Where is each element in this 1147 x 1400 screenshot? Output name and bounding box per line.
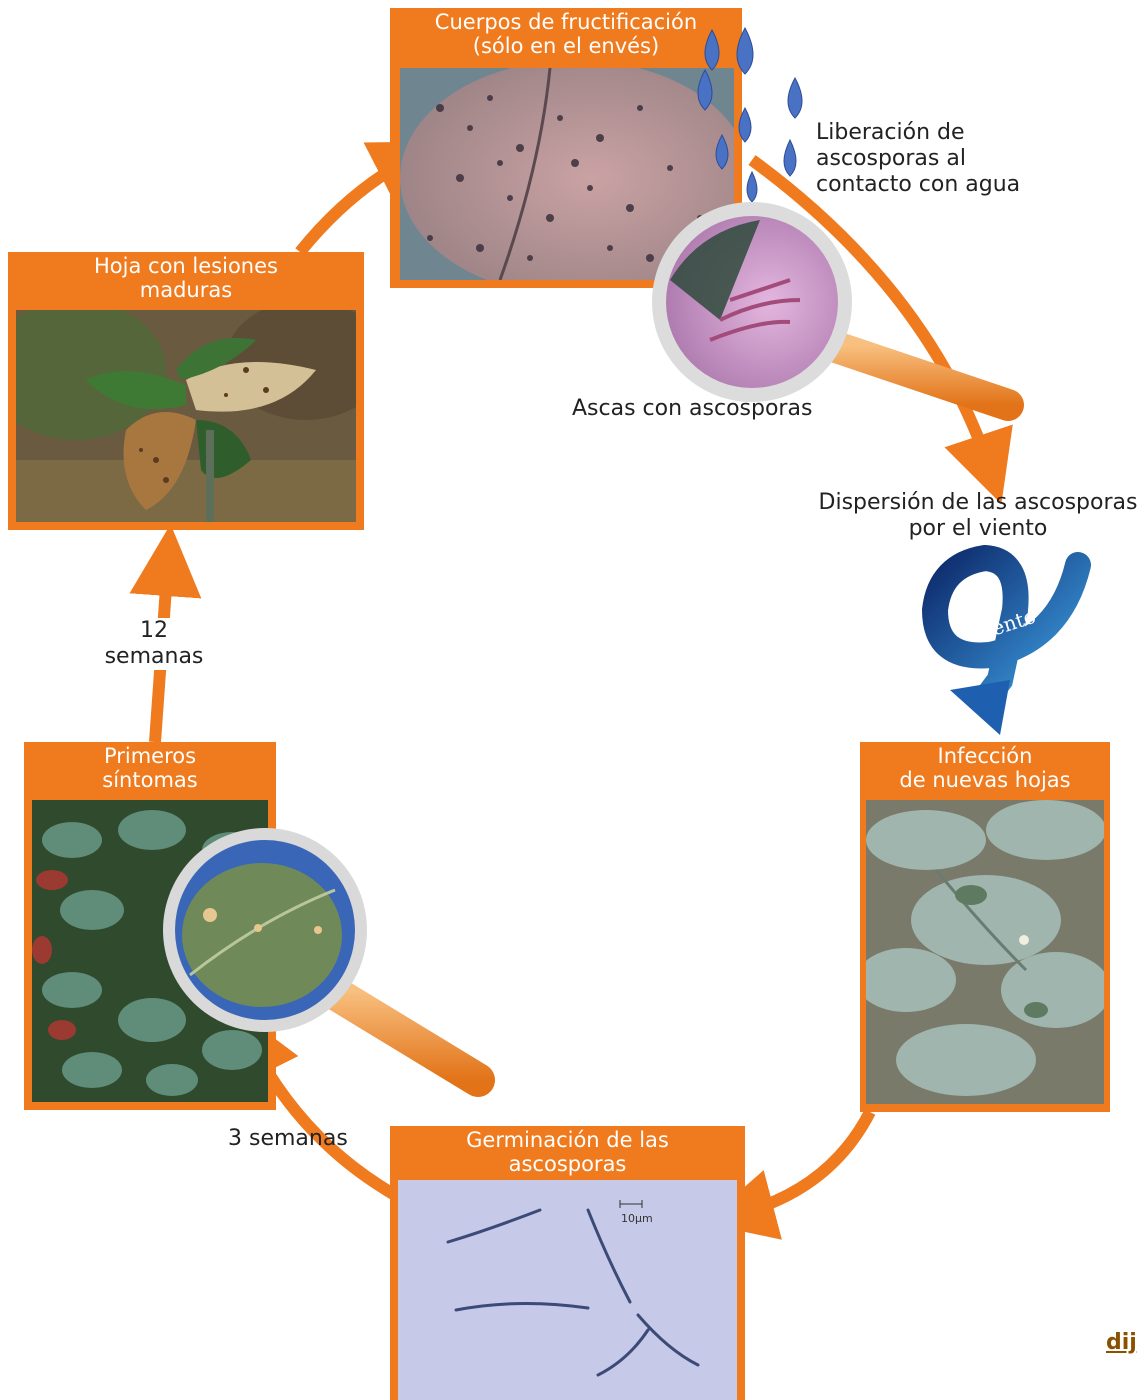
asci-label: Ascas con ascosporas	[572, 396, 812, 422]
wind-arrow-head	[950, 680, 1010, 735]
weeks-3-label: 3 semanas	[228, 1126, 348, 1152]
dispersal-label: Dispersión de las ascosporas por el vien…	[788, 490, 1147, 542]
release-label: Liberación de ascosporas al contacto con…	[816, 120, 1020, 198]
weeks-12-label: 12 semanas	[92, 618, 216, 670]
cut-off-link[interactable]: dij	[1106, 1330, 1137, 1355]
